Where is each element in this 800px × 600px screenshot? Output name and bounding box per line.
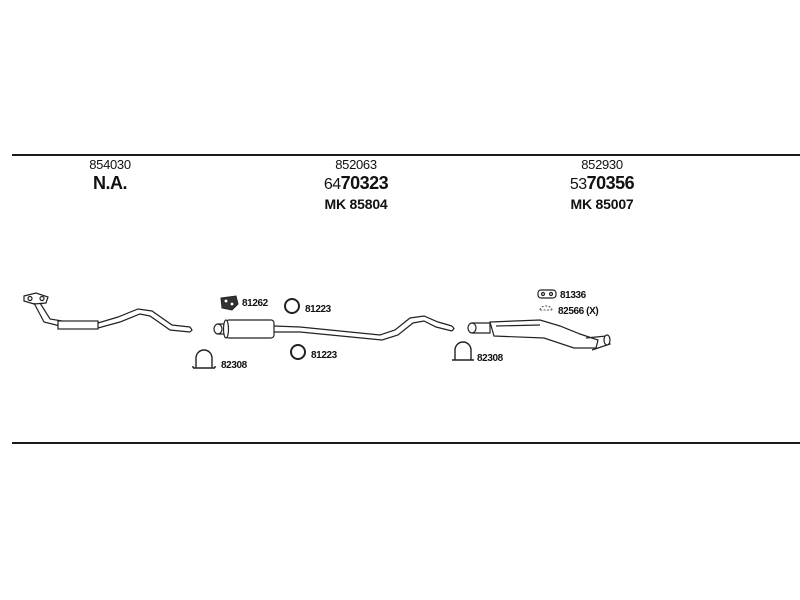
front-pipe-column: 854030 N.A. xyxy=(0,158,230,193)
ring-81223-top-icon xyxy=(284,298,300,314)
rear-silencer-column: 852930 5370356 MK 85007 xyxy=(482,158,722,211)
exhaust-system-diagram: 81262 81223 81223 82308 82308 81336 8256… xyxy=(23,289,611,371)
label-82566: 82566 (X) xyxy=(558,306,598,317)
mounting-kit-rear-silencer: MK 85007 xyxy=(570,196,634,212)
top-divider xyxy=(12,154,800,156)
rubber-mount-81336-icon xyxy=(537,289,557,299)
label-81223-bottom: 81223 xyxy=(311,350,338,361)
hanger-82566-icon xyxy=(539,305,553,311)
ring-81223-bottom-icon xyxy=(290,344,306,360)
part-number-front-pipe: 854030 xyxy=(89,157,131,172)
part-number-rear-silencer: 852930 xyxy=(581,157,623,172)
middle-silencer-column: 852063 6470323 MK 85804 xyxy=(236,158,476,211)
label-82308-left: 82308 xyxy=(221,360,248,371)
clamp-82308-right-icon xyxy=(452,341,474,361)
gasket-81262-icon xyxy=(220,295,239,311)
mounting-kit-middle-silencer: MK 85804 xyxy=(324,196,388,212)
clamp-82308-left-icon xyxy=(192,349,216,369)
rear-silencer-drawing xyxy=(467,319,611,351)
label-81336: 81336 xyxy=(560,290,587,301)
oe-number-front-pipe: N.A. xyxy=(93,173,128,193)
oe-number-rear-silencer: 5370356 xyxy=(569,173,635,193)
front-pipe-drawing xyxy=(23,292,193,333)
label-81223-top: 81223 xyxy=(305,304,332,315)
label-81262: 81262 xyxy=(242,298,269,309)
part-number-middle-silencer: 852063 xyxy=(335,157,377,172)
bottom-divider xyxy=(12,442,800,444)
label-82308-right: 82308 xyxy=(477,353,504,364)
middle-silencer-drawing xyxy=(213,315,455,341)
oe-number-middle-silencer: 6470323 xyxy=(323,173,389,193)
